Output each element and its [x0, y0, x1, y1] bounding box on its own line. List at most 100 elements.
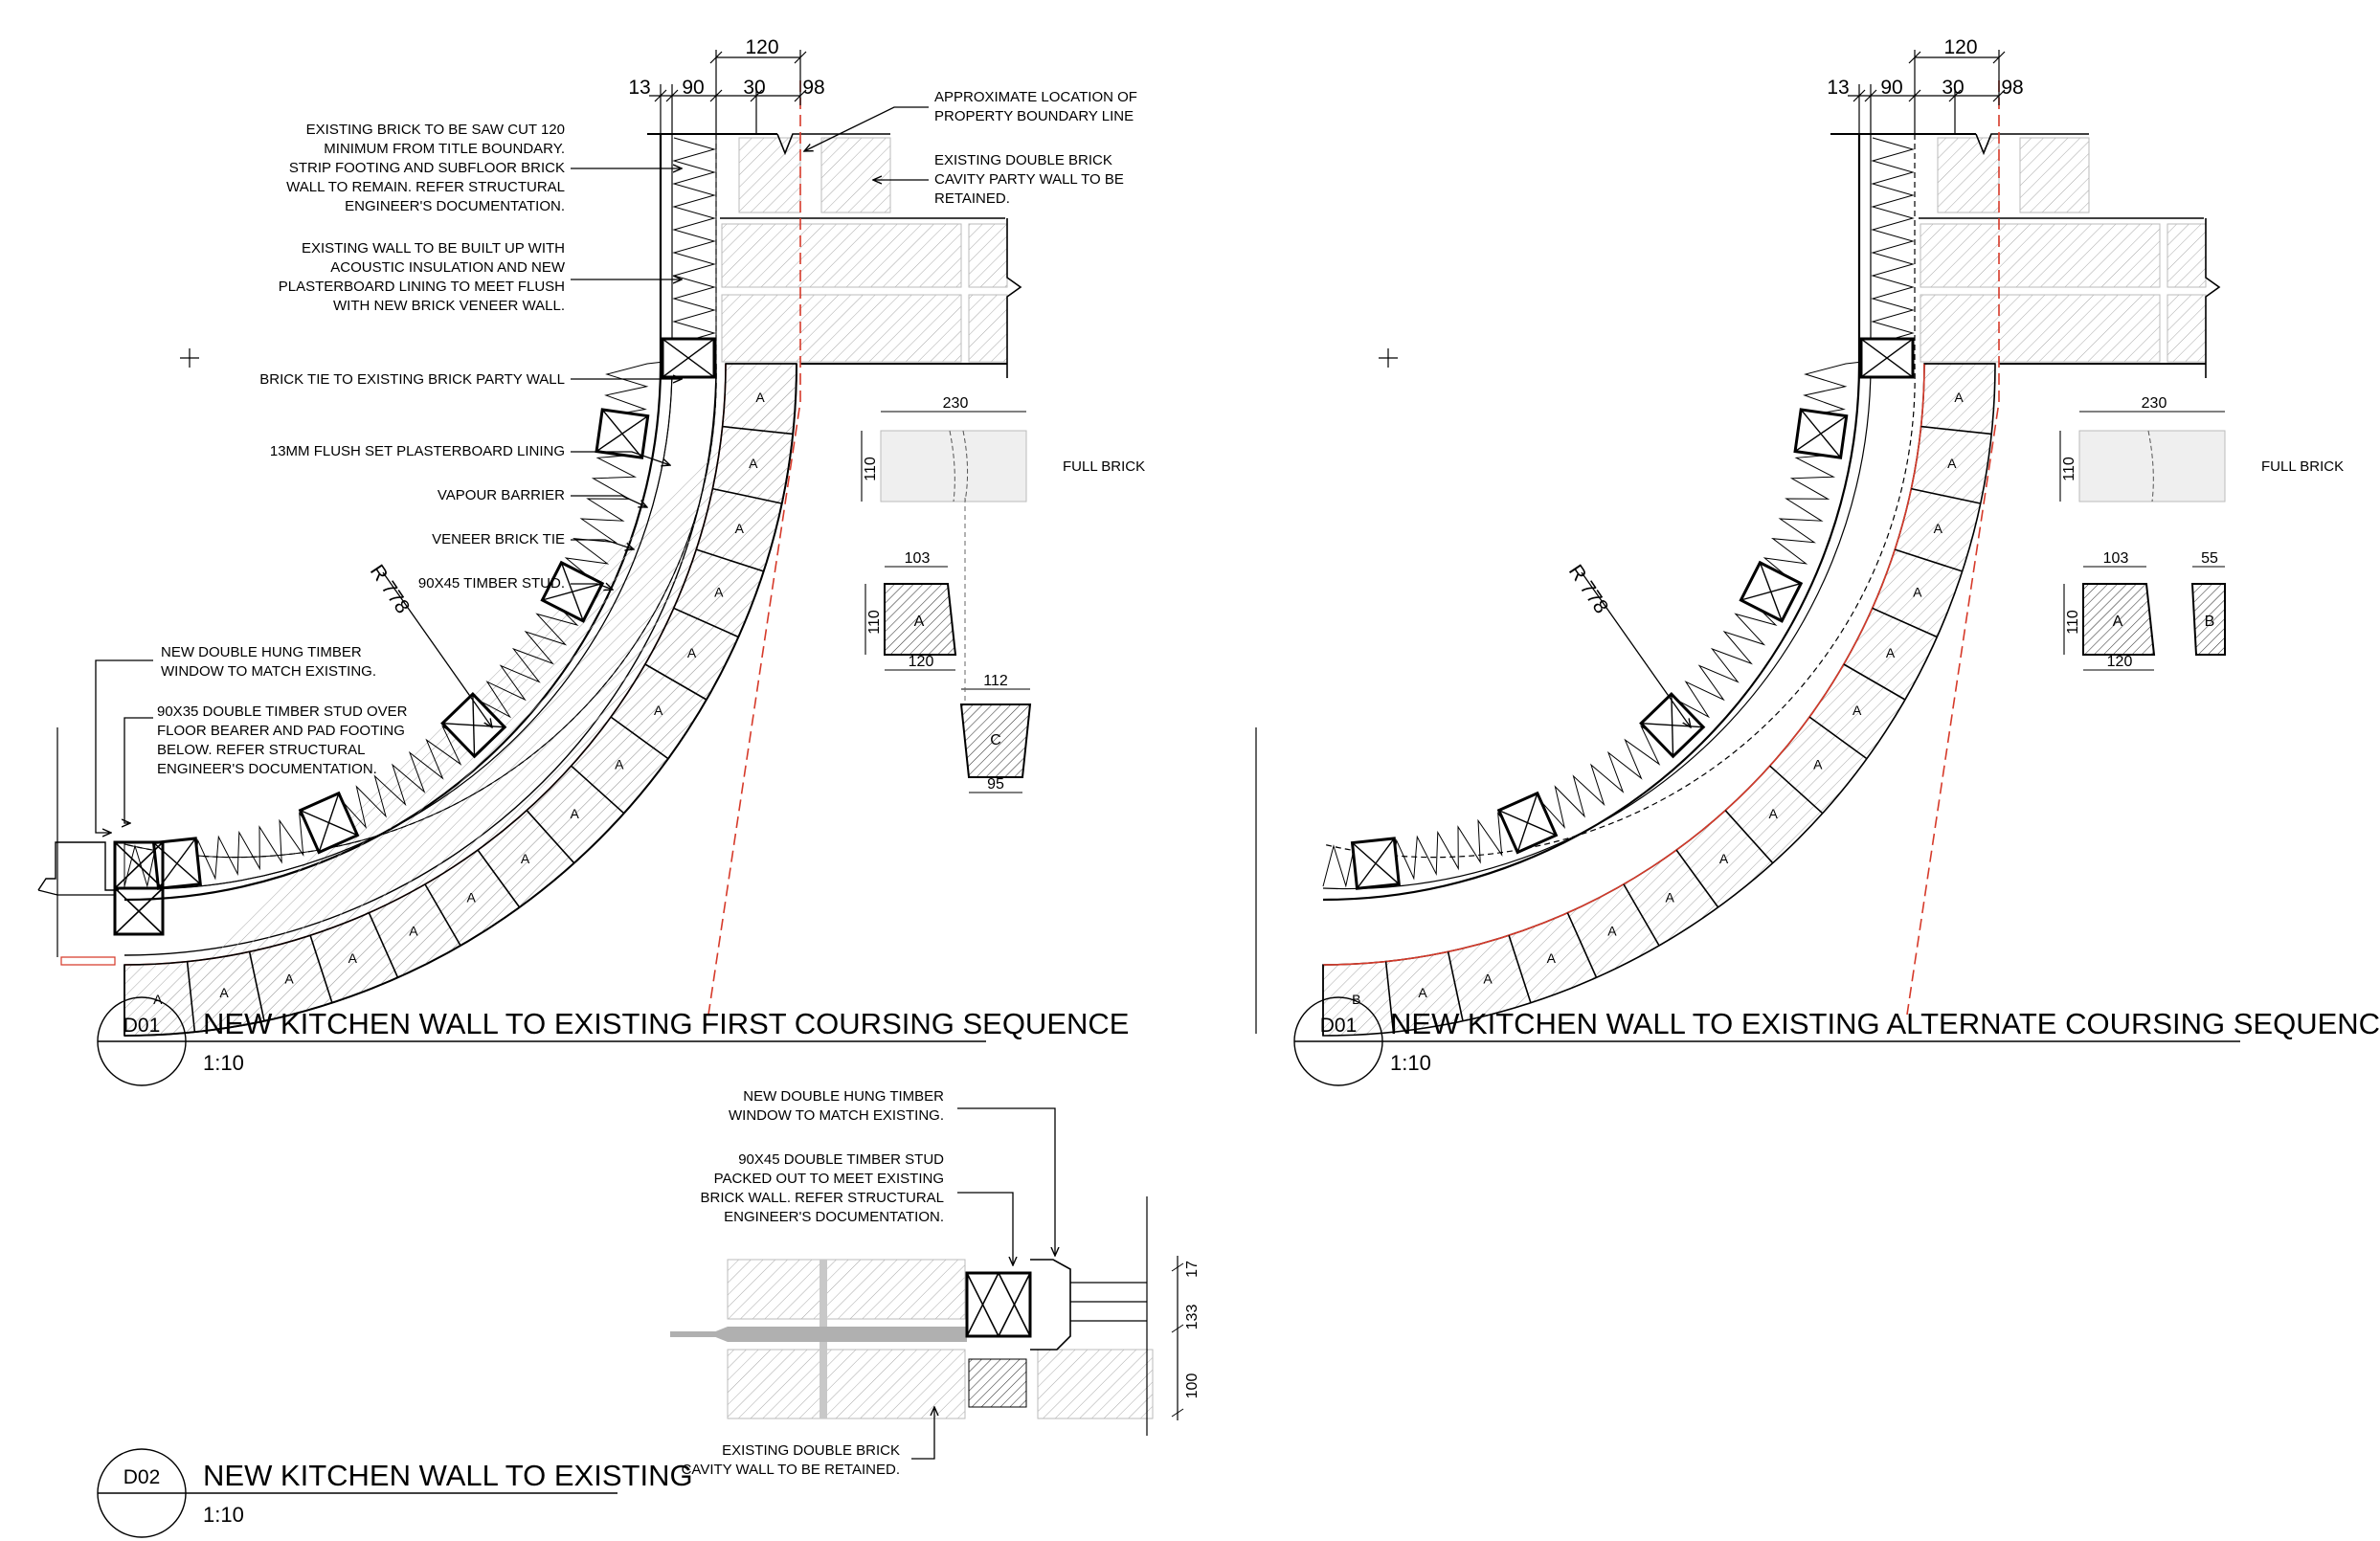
dim-30-alt: 30 — [1942, 77, 1964, 99]
brick-letter: A — [153, 992, 163, 1007]
scale-d2: 1:10 — [1390, 1051, 1431, 1075]
brick-joint — [712, 487, 782, 504]
brick-letter: A — [284, 971, 294, 986]
brick-joint — [1447, 951, 1464, 1021]
scale-d3: 1:10 — [203, 1503, 244, 1527]
d3-side-dims: 17 133 100 — [1184, 1261, 1201, 1398]
title-block-d3 — [97, 1448, 617, 1538]
d02-leaders — [911, 1107, 1055, 1460]
timber-stud — [1350, 837, 1401, 890]
legend-a-letter: A — [914, 614, 925, 630]
top-dimensions-d2 — [1848, 50, 2006, 134]
timber-studs-alt — [1350, 337, 1915, 890]
curved-wall — [123, 133, 797, 1037]
legend-c-bottom: 95 — [987, 776, 1004, 793]
brick-letter: A — [1769, 806, 1779, 821]
detail-d02 — [97, 1107, 1184, 1538]
brick-joint — [248, 951, 265, 1021]
timber-stud — [1739, 560, 1804, 623]
existing-party-wall — [647, 133, 1022, 378]
brick-letter: A — [615, 757, 624, 772]
legend-b-top-alt: 55 — [2201, 550, 2218, 567]
brick-letter: A — [735, 521, 745, 536]
brick-letter: A — [348, 950, 358, 966]
d2-legend-text: 230 110 103 110 120 55 A B — [2061, 395, 2218, 670]
brick-letter: A — [571, 806, 580, 821]
dim-30: 30 — [743, 77, 765, 99]
brick-joint — [1843, 663, 1906, 701]
timber-stud — [595, 408, 650, 459]
brick-letter: A — [1418, 985, 1427, 1000]
brick-joint — [1508, 935, 1532, 1003]
insulation-line — [1322, 137, 1915, 888]
radius-label-alt: R 778 — [1564, 561, 1612, 617]
top-dimensions-d1 — [649, 50, 807, 134]
scale-d1: 1:10 — [203, 1051, 244, 1075]
timber-stud — [151, 837, 202, 890]
timber-stud — [1496, 791, 1559, 855]
dim-98-alt: 98 — [2001, 77, 2023, 99]
note-vapour: VAPOUR BARRIER — [438, 487, 565, 503]
dim-90-alt: 90 — [1880, 77, 1902, 99]
brick-letter: A — [409, 924, 418, 939]
brick-letter: A — [219, 985, 229, 1000]
legend-a-h: 110 — [866, 610, 883, 635]
brick-letter: A — [1666, 890, 1675, 905]
brick-letter: A — [467, 890, 477, 905]
tag-d2: D01 — [1320, 1015, 1358, 1037]
legend-full-h-alt: 110 — [2061, 457, 2077, 481]
d1-dim-text: 120 13 90 30 98 — [628, 36, 824, 99]
brick-joint — [1769, 765, 1824, 815]
title-d3: NEW KITCHEN WALL TO EXISTING — [203, 1459, 693, 1492]
brick-joint — [696, 548, 764, 572]
brick-letter: A — [755, 390, 765, 405]
dim-13-alt: 13 — [1827, 77, 1849, 99]
timber-stud — [440, 692, 507, 759]
insulation-line — [123, 137, 716, 888]
brick-joint — [1724, 810, 1774, 864]
property-boundary-line — [707, 80, 801, 1016]
full-brick-label: FULL BRICK — [1063, 458, 1145, 475]
insulation-zigzag-alt — [1322, 137, 1915, 888]
legend-full-h: 110 — [863, 457, 879, 481]
registration-marks — [180, 348, 1398, 368]
brick-joint — [186, 961, 196, 1033]
d2-title-text: D01 NEW KITCHEN WALL TO EXISTING ALTERNA… — [1320, 1007, 2380, 1075]
brick-joint — [1872, 607, 1938, 638]
timber-studs — [151, 337, 716, 890]
note-brick-tie: BRICK TIE TO EXISTING BRICK PARTY WALL — [259, 371, 565, 388]
brick-joint — [1920, 425, 1992, 436]
brick-letter: A — [714, 584, 724, 599]
detail-first-coursing — [37, 50, 1032, 1086]
brick-letter: A — [654, 703, 663, 718]
note-leaders-d1 — [95, 106, 929, 833]
timber-stud — [540, 560, 605, 623]
brick-joint — [424, 883, 461, 947]
d1-title-text: D01 NEW KITCHEN WALL TO EXISTING FIRST C… — [123, 1007, 1130, 1075]
detail-alternate-coursing — [1255, 50, 2240, 1086]
note-timber-stud: 90X45 TIMBER STUD. — [418, 575, 565, 592]
insulation-zigzag — [123, 137, 716, 888]
brick-letter: A — [1607, 924, 1617, 939]
d3-title-text: D02 NEW KITCHEN WALL TO EXISTING 1:10 — [123, 1459, 693, 1527]
brick-joint — [1675, 849, 1719, 908]
dim-133: 133 — [1184, 1305, 1201, 1330]
radius-label: R 778 — [366, 561, 414, 617]
brick-legend-d1 — [861, 411, 1032, 793]
dim-17: 17 — [1184, 1261, 1201, 1278]
brick-joint — [368, 912, 399, 978]
title-block-d2 — [1293, 996, 2240, 1086]
dim-total-alt: 120 — [1943, 36, 1977, 58]
brick-legend-d2 — [2059, 411, 2226, 671]
window-frame — [37, 727, 165, 966]
d2-dim-text: 120 13 90 30 98 — [1827, 36, 2023, 99]
full-brick-label-alt: FULL BRICK — [2261, 458, 2344, 475]
brick-letter: A — [1913, 584, 1922, 599]
